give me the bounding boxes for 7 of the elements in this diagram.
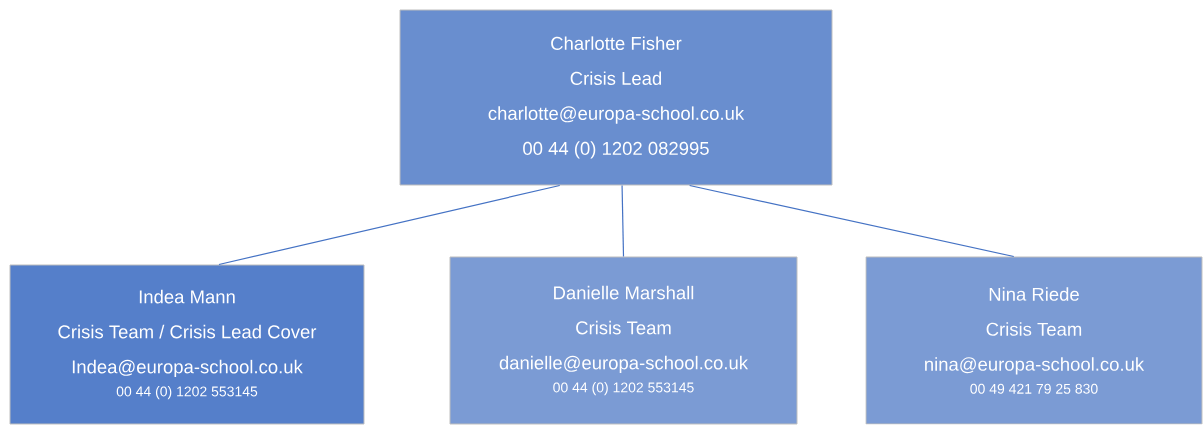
person-box: Danielle Marshall Crisis Team danielle@europa-school.co.uk 00 44 (0) 1202 553145 [449, 256, 798, 425]
person-box: Nina Riede Crisis Team nina@europa-school.co.uk 00 49 421 79 25 830 [865, 256, 1203, 425]
person-box: Indea Mann Crisis Team / Crisis Lead Cover Indea@europa-school.co.uk 00 44 (0) 1202 553145 [9, 264, 365, 425]
connector-line [689, 184, 1015, 258]
connector-line [218, 184, 561, 266]
person-box: Charlotte Fisher Crisis Lead charlotte@europa-school.co.uk 00 44 (0) 1202 082995 [399, 9, 833, 186]
connector-line [621, 184, 625, 258]
